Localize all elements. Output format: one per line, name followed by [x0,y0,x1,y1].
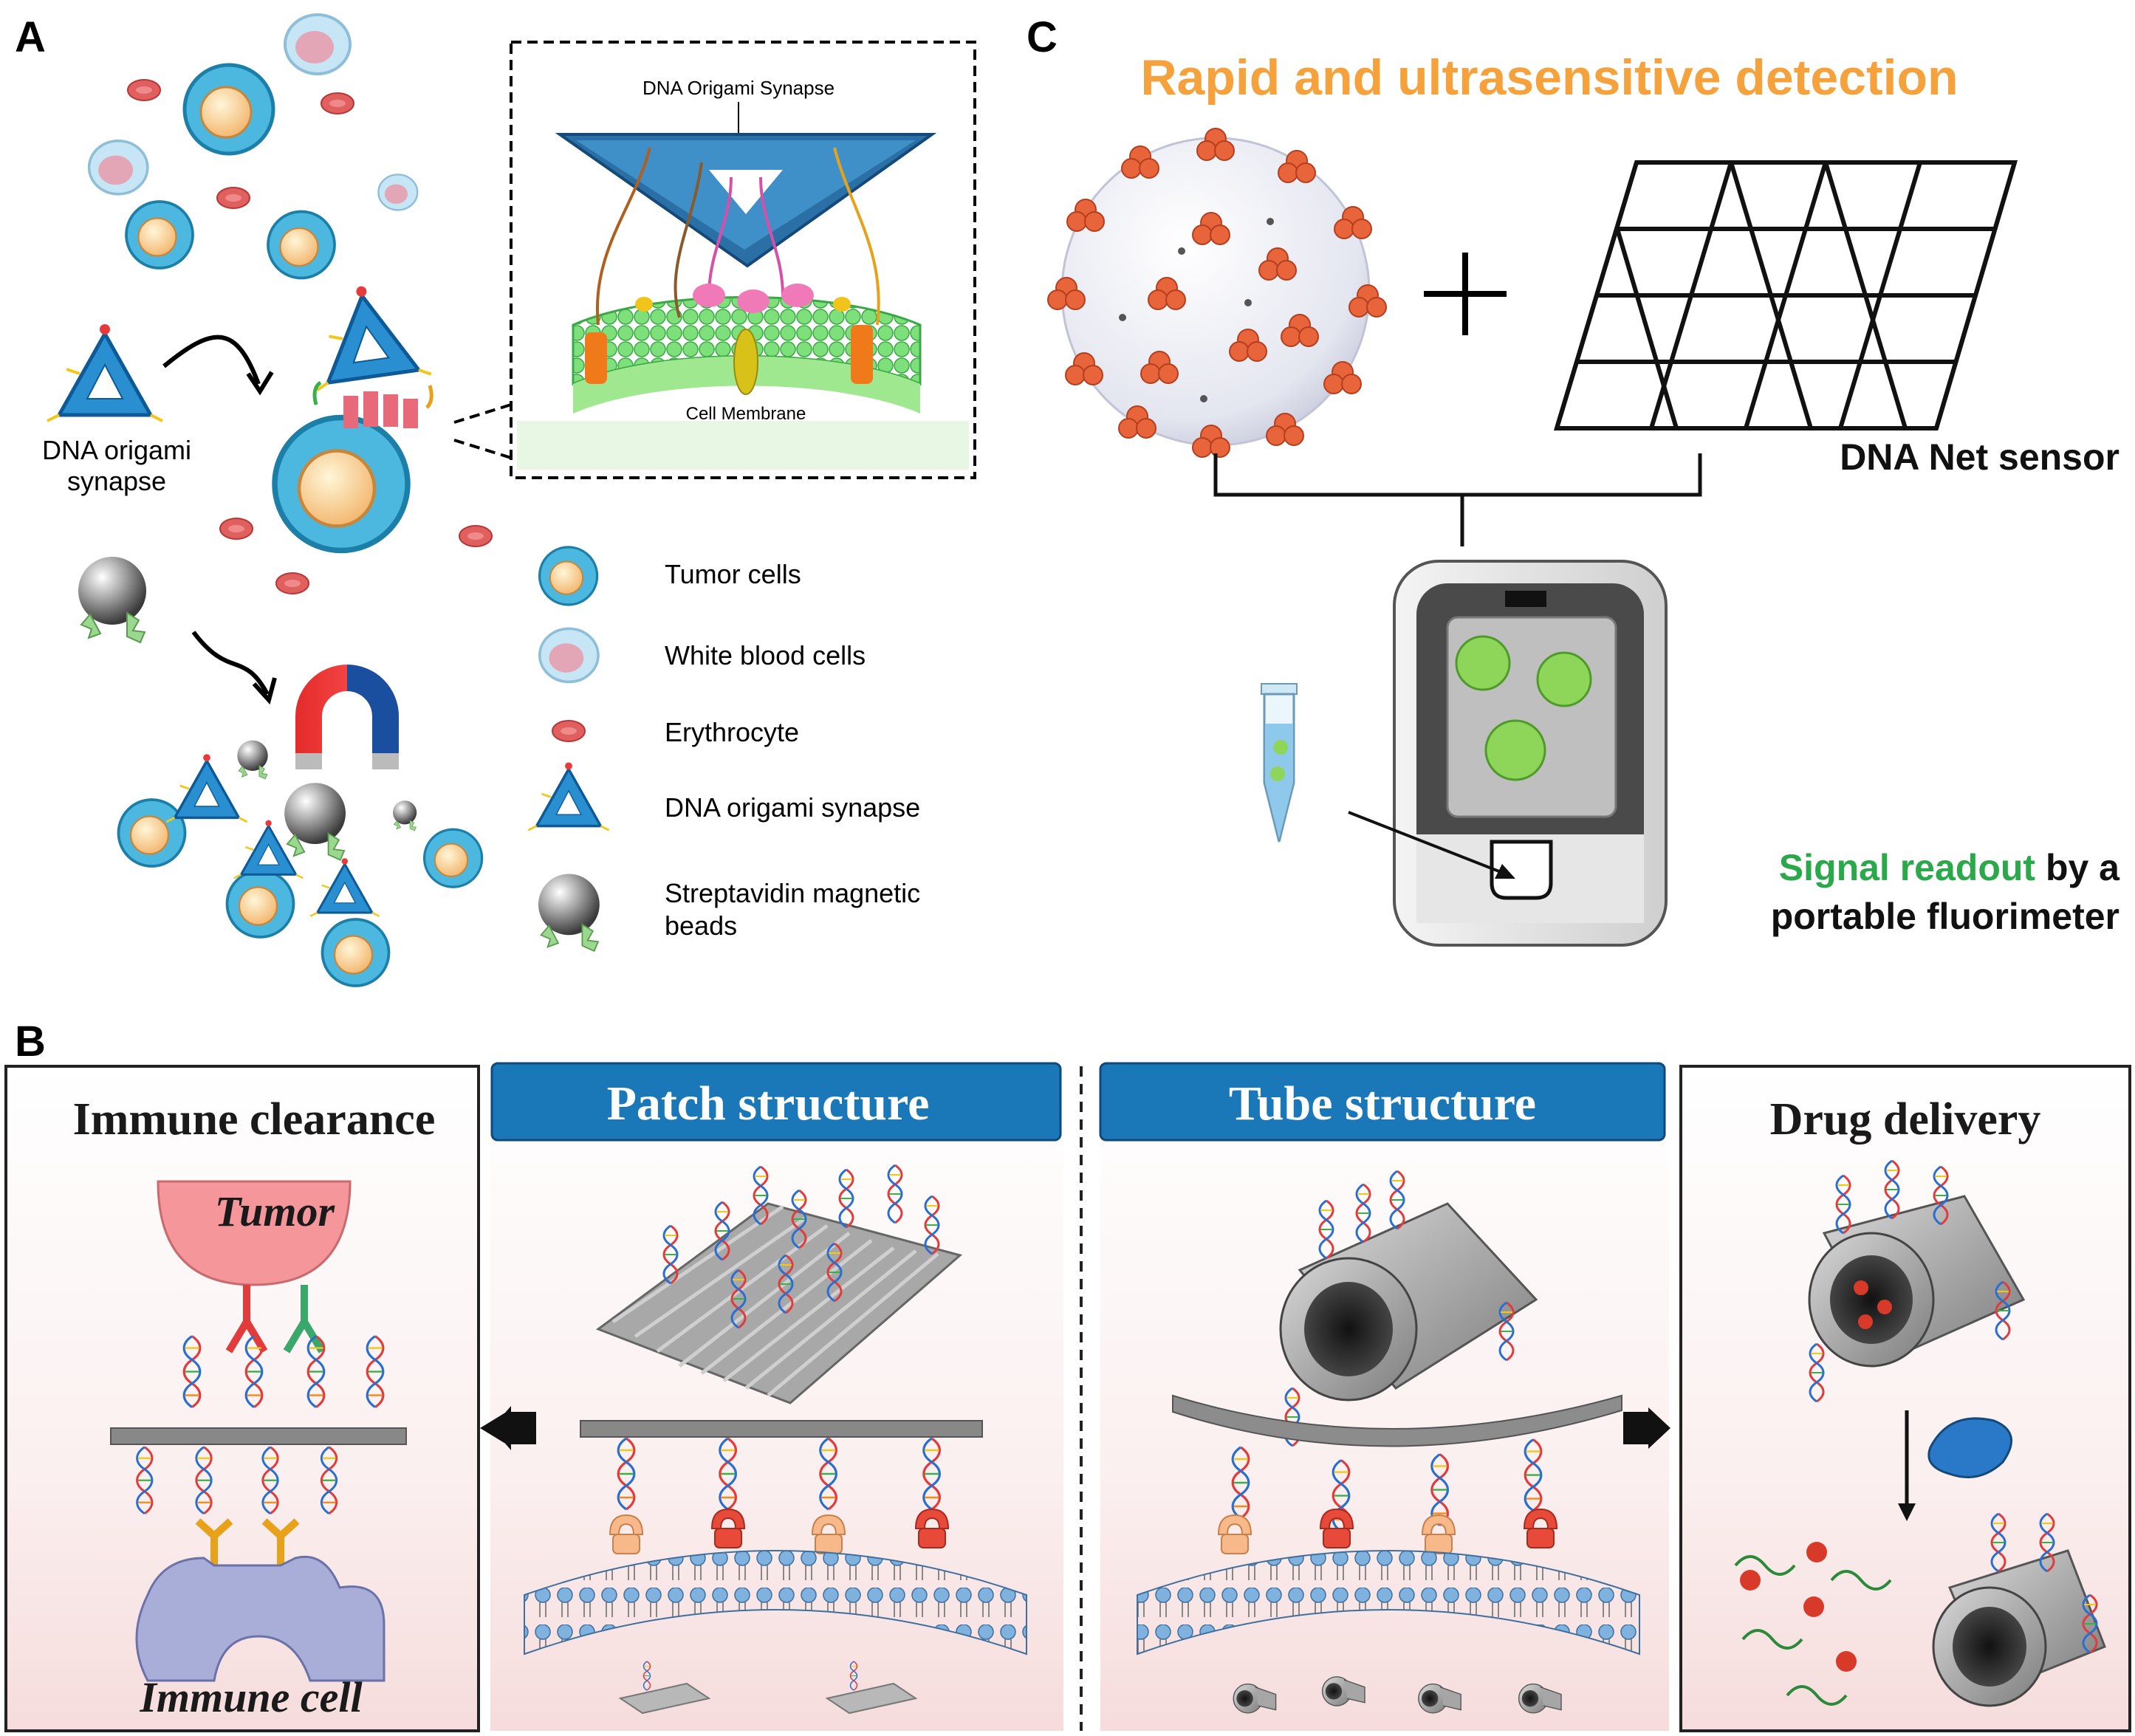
sample-slot [1490,840,1553,900]
arrow-bind-origami [162,334,261,385]
sample-tube [1261,683,1298,843]
virus-particle [1047,128,1387,458]
callout-connector [453,403,512,459]
legend-rbc-label: Erythrocyte [665,717,799,747]
panel-c-title: Rapid and ultrasensitive detection [1140,49,1958,106]
panel-label-b: B [15,1018,46,1066]
signal-readout-highlight: Signal readout [1779,847,2036,888]
patch-origami-bar [580,1420,983,1438]
dna-net-sensor [1553,160,2018,430]
legend-tumor-icon [538,546,599,606]
tumor-label: Tumor [215,1187,335,1235]
arrow-bead-capture [191,631,270,696]
bracket-connector [1213,453,1702,546]
immune-clearance-title: Immune clearance [73,1094,436,1145]
legend-wbc-label: White blood cells [665,640,866,670]
portable-fluorimeter [1393,560,1668,947]
immune-cell-shape [135,1555,385,1682]
legend-origami-label: DNA origami synapse [665,792,920,823]
legend-wbc-icon [538,627,600,684]
callout-title: DNA Origami Synapse [642,77,835,99]
arrow-sample-to-device [1348,811,1515,879]
tube-structure-title: Tube structure [1229,1077,1536,1131]
patch-structure-title: Patch structure [607,1077,930,1131]
legend-bead-label-1: Streptavidin magnetic [665,878,920,908]
panel-a-origami-free: DNA origami synapse [42,324,274,496]
panel-a-bound-origami [304,278,433,428]
patch-bundle [595,1164,963,1404]
legend-rbc-icon [552,720,586,742]
signal-readout-rest: by a [2035,847,2120,888]
legend-tumor-label: Tumor cells [665,559,801,589]
panel-label-c: C [1027,13,1058,61]
tube-structure-header [1099,1062,1666,1142]
panel-a-cells [87,13,493,594]
drug-molecule [1740,1570,1761,1591]
trigger-molecule-icon [1927,1417,2012,1478]
membrane-label: Cell Membrane [686,404,806,424]
panel-a-legend: Tumor cells White blood cells Erythrocyt… [527,546,920,952]
tube-membrane [1137,1550,1640,1656]
plus-sign [1424,253,1507,335]
immune-clearance-panel: Immune clearance Tumor Immune cell [4,1065,480,1732]
signal-readout-line1: Signal readout by a [1779,847,2120,888]
drug-loaded-tube [1808,1159,2026,1403]
dna-tube-large [1279,1170,1538,1447]
legend-bead-icon [538,873,600,952]
signal-readout-line2: portable fluorimeter [1771,896,2119,937]
synapse-label-line1: DNA origami [42,435,191,465]
patch-membrane [524,1550,1027,1656]
legend-origami-icon [527,761,611,831]
patch-structure-panel: Patch structure [480,1062,1063,1731]
arrow-right-icon [1623,1412,1648,1444]
dna-net-sensor-label: DNA Net sensor [1840,436,2119,478]
panel-a-bead-step [78,556,399,769]
immune-origami-bar [110,1427,407,1445]
magnet-icon [295,665,399,769]
tumor-shape [157,1180,352,1286]
tube-structure-panel: Tube structure [1099,1062,1670,1731]
legend-bead-label-2: beads [665,910,737,941]
drug-delivery-title: Drug delivery [1770,1094,2041,1145]
empty-tube [1932,1512,2106,1707]
immune-cell-label: Immune cell [139,1673,363,1721]
patch-structure-header [490,1062,1062,1142]
panel-label-a: A [15,13,46,61]
callout-box: DNA Origami Synapse Cell Membrane [510,41,976,479]
panel-a-captured-complex [117,740,484,987]
synapse-label-line2: synapse [67,466,166,496]
tube-origami-bar [1172,1394,1622,1447]
drug-delivery-panel: Drug delivery [1679,1065,2131,1732]
